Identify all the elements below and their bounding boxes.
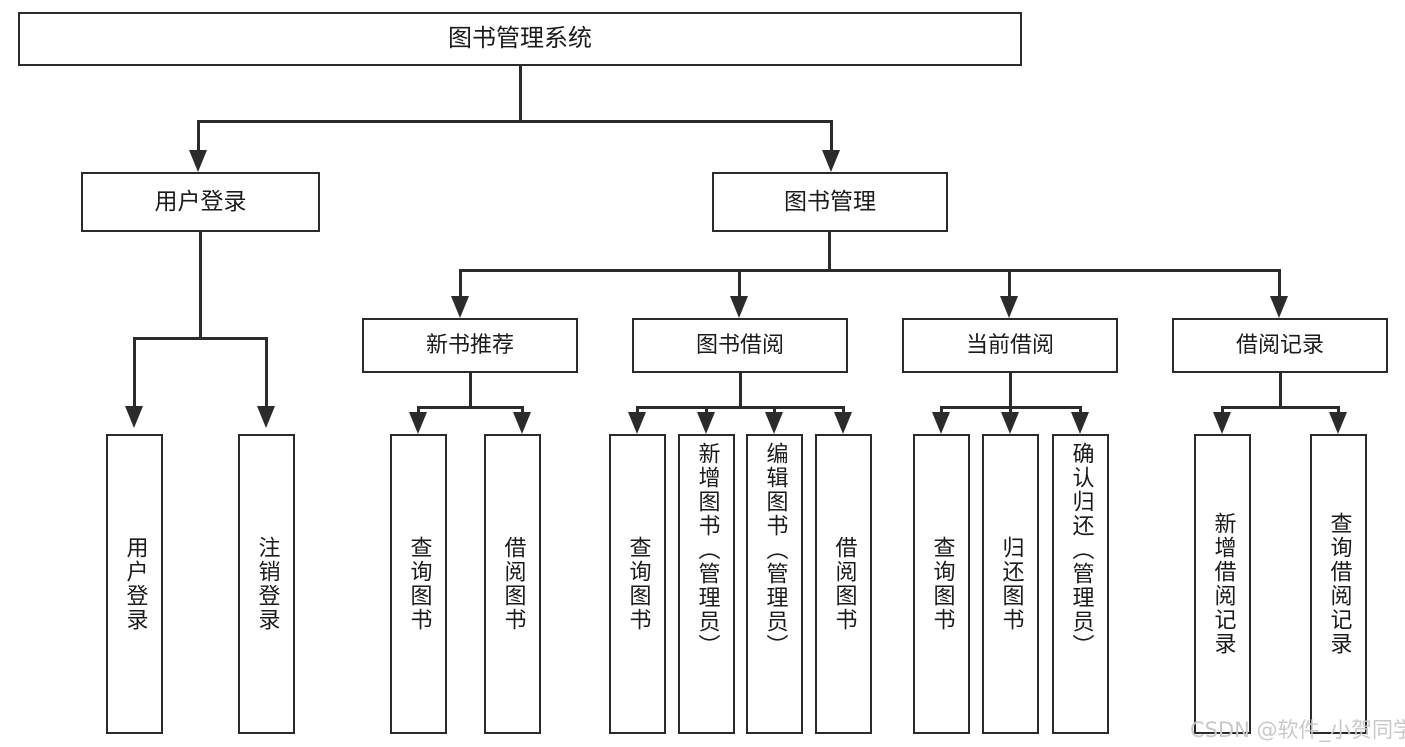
node-label: 借阅图书 [831, 536, 857, 632]
node-label: 用户登录 [154, 188, 247, 215]
node-leaf-query-book-3[interactable]: 查询图书 [913, 434, 970, 734]
node-book-management[interactable]: 图书管理 [712, 172, 948, 232]
arrowhead-leaf-query-book-3 [932, 412, 950, 434]
node-book-borrow[interactable]: 图书借阅 [632, 318, 848, 373]
node-label: 查询图书 [406, 536, 432, 632]
node-label: 注销登录 [254, 536, 280, 632]
connector-to-new-book-recommend [459, 269, 462, 299]
connector-book-management-stem [828, 232, 831, 272]
connector-leaf-user-login [133, 337, 136, 409]
arrowhead-new-book-recommend [451, 296, 469, 318]
node-label: 当前借阅 [965, 332, 1054, 358]
node-leaf-user-login[interactable]: 用户登录 [106, 434, 163, 734]
arrowhead-leaf-query-record [1329, 412, 1347, 434]
node-label: 借阅记录 [1235, 332, 1324, 358]
node-leaf-query-book-2[interactable]: 查询图书 [609, 434, 666, 734]
node-leaf-edit-book[interactable]: 编辑图书（管理员） [746, 434, 803, 734]
node-label: 查询图书 [625, 536, 651, 632]
node-label: 新增图书（管理员） [694, 442, 720, 658]
node-label: 确认归还（管理员） [1068, 442, 1094, 658]
connector-new-book-recommend-stem [469, 373, 472, 409]
connector-level2-bus [459, 269, 1281, 272]
connector-level1-bus [197, 120, 833, 123]
connector-user-login-bus [133, 337, 268, 340]
node-leaf-query-record[interactable]: 查询借阅记录 [1310, 434, 1367, 734]
connector-leaf-logout [265, 337, 268, 409]
arrowhead-leaf-borrow-book-2 [834, 412, 852, 434]
node-leaf-return-book[interactable]: 归还图书 [982, 434, 1039, 734]
connector-root-stem [519, 66, 522, 120]
arrowhead-leaf-query-book-1 [409, 412, 427, 434]
arrowhead-leaf-return-book [1001, 412, 1019, 434]
connector-to-current-borrow [1008, 269, 1011, 299]
node-new-book-recommend[interactable]: 新书推荐 [362, 318, 578, 373]
arrowhead-current-borrow [1000, 296, 1018, 318]
arrowhead-leaf-borrow-book-1 [513, 412, 531, 434]
node-label: 查询图书 [929, 536, 955, 632]
node-leaf-add-record[interactable]: 新增借阅记录 [1194, 434, 1251, 734]
arrowhead-book-borrow [730, 296, 748, 318]
node-root-book-management-system[interactable]: 图书管理系统 [18, 12, 1022, 66]
connector-book-borrow-stem [739, 373, 742, 409]
node-label: 借阅图书 [500, 536, 526, 632]
arrowhead-leaf-user-login [125, 406, 143, 428]
node-label: 图书借阅 [695, 332, 784, 358]
arrowhead-borrow-record [1270, 296, 1288, 318]
node-leaf-borrow-book-2[interactable]: 借阅图书 [815, 434, 872, 734]
node-current-borrow[interactable]: 当前借阅 [902, 318, 1118, 373]
arrowhead-leaf-logout [257, 406, 275, 428]
node-user-login[interactable]: 用户登录 [81, 172, 320, 232]
connector-new-book-recommend-bus [417, 406, 524, 409]
connector-borrow-record-bus [1221, 406, 1340, 409]
node-leaf-query-book-1[interactable]: 查询图书 [390, 434, 447, 734]
node-label: 图书管理系统 [448, 24, 592, 53]
connector-current-borrow-stem [1009, 373, 1012, 409]
node-borrow-record[interactable]: 借阅记录 [1172, 318, 1388, 373]
node-label: 图书管理 [784, 188, 876, 215]
connector-to-book-borrow [738, 269, 741, 299]
node-label: 用户登录 [122, 536, 148, 632]
connector-book-borrow-bus [636, 406, 845, 409]
connector-to-borrow-record [1278, 269, 1281, 299]
arrowhead-leaf-add-book [697, 412, 715, 434]
connector-to-book-management [830, 120, 833, 152]
node-label: 查询借阅记录 [1326, 512, 1352, 656]
node-label: 归还图书 [998, 536, 1024, 632]
arrowhead-leaf-query-book-2 [628, 412, 646, 434]
arrowhead-leaf-confirm-return [1071, 412, 1089, 434]
node-label: 新增借阅记录 [1210, 512, 1236, 656]
connector-borrow-record-stem [1279, 373, 1282, 409]
node-label: 新书推荐 [425, 332, 514, 358]
node-leaf-logout[interactable]: 注销登录 [238, 434, 295, 734]
arrowhead-book-management [822, 150, 840, 172]
connector-user-login-stem [199, 232, 202, 340]
node-label: 编辑图书（管理员） [762, 442, 788, 658]
arrowhead-leaf-add-record [1213, 412, 1231, 434]
arrowhead-user-login [189, 150, 207, 172]
node-leaf-borrow-book-1[interactable]: 借阅图书 [484, 434, 541, 734]
connector-to-user-login [197, 120, 200, 152]
node-leaf-confirm-return[interactable]: 确认归还（管理员） [1052, 434, 1109, 734]
node-leaf-add-book[interactable]: 新增图书（管理员） [678, 434, 735, 734]
arrowhead-leaf-edit-book [765, 412, 783, 434]
